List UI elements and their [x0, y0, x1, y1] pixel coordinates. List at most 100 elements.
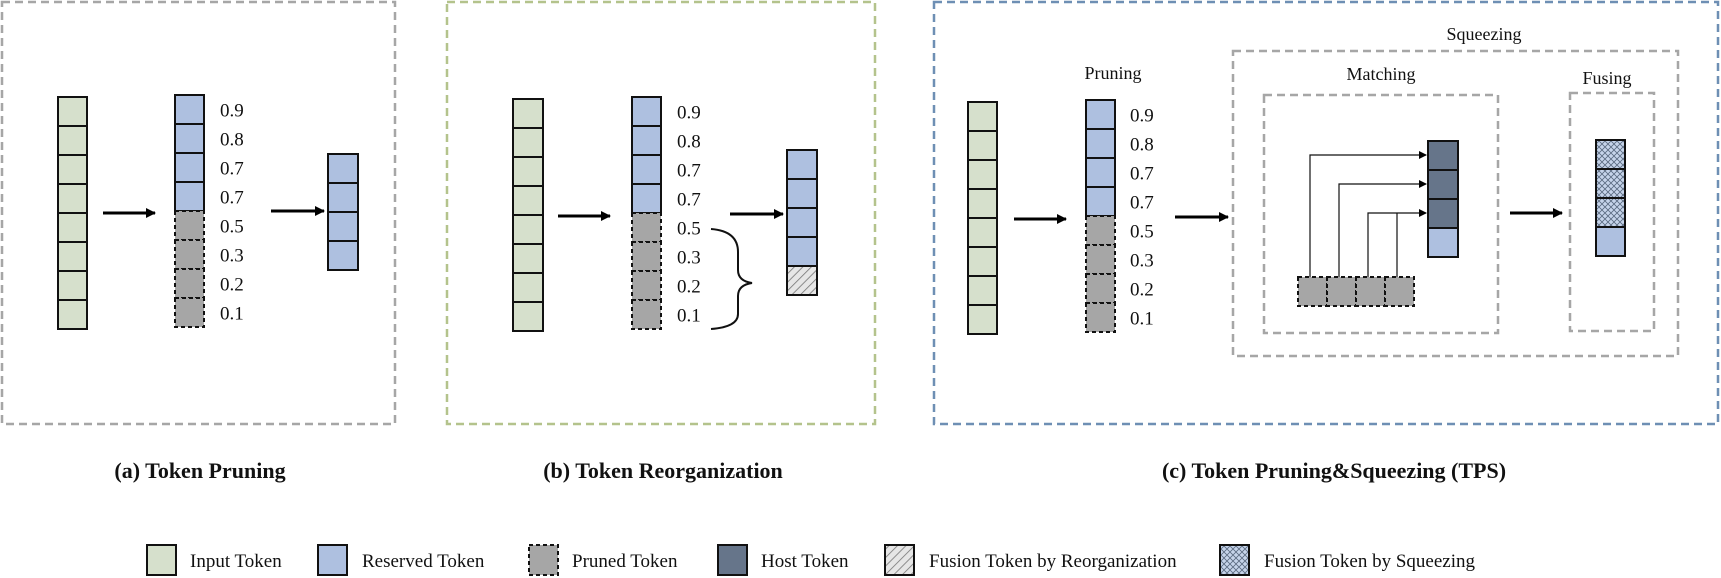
- host-col-token: [1427, 169, 1459, 200]
- input-token: [967, 304, 998, 335]
- ranked-token: [174, 152, 205, 183]
- ranked-token: [1085, 302, 1116, 333]
- ranked-token: [1085, 215, 1116, 246]
- legend-swatch-fusion_reorg: [884, 544, 915, 576]
- caption-a: (a) Token Pruning: [114, 458, 285, 483]
- score-label: 0.5: [220, 217, 244, 238]
- label-fusing: Fusing: [1582, 68, 1631, 88]
- score-label: 0.7: [1130, 164, 1154, 185]
- legend-label-host: Host Token: [761, 551, 849, 572]
- score-label: 0.9: [677, 103, 701, 124]
- output-token: [786, 207, 818, 238]
- ranked-token: [631, 96, 662, 127]
- output-token: [786, 236, 818, 267]
- legend-swatch-fusion_squeeze: [1219, 544, 1250, 576]
- score-label: 0.3: [220, 246, 244, 267]
- legend-swatch-pruned: [528, 544, 559, 576]
- legend-swatch-host: [717, 544, 748, 576]
- output-token: [327, 153, 359, 184]
- score-label: 0.9: [1130, 106, 1154, 127]
- input-token: [512, 185, 544, 216]
- ranked-token: [631, 125, 662, 156]
- ranked-token: [1085, 157, 1116, 188]
- score-label: 0.8: [677, 132, 701, 153]
- score-label: 0.8: [1130, 135, 1154, 156]
- ranked-token: [631, 212, 662, 243]
- input-token: [512, 127, 544, 158]
- legend-label-reserved: Reserved Token: [362, 551, 485, 572]
- input-token: [512, 98, 544, 129]
- input-token: [57, 154, 88, 185]
- input-token: [57, 212, 88, 243]
- input-token: [57, 125, 88, 156]
- output-token: [786, 149, 818, 180]
- output-token: [327, 240, 359, 271]
- legend-label-input: Input Token: [190, 551, 282, 572]
- score-label: 0.3: [677, 248, 701, 269]
- score-label: 0.5: [677, 219, 701, 240]
- legend: Input Token Reserved Token Pruned Token Hos…: [146, 544, 1476, 576]
- caption-b: (b) Token Reorganization: [543, 458, 783, 483]
- score-label: 0.8: [220, 130, 244, 151]
- fusing-box: [1568, 91, 1656, 333]
- panel-a-box: [0, 0, 397, 426]
- score-label: 0.7: [1130, 193, 1154, 214]
- host-col-token: [1427, 140, 1459, 171]
- output-token: [327, 211, 359, 242]
- fused-col-token: [1595, 226, 1626, 257]
- score-label: 0.5: [1130, 222, 1154, 243]
- legend-label-fusion_squeeze: Fusion Token by Squeezing: [1264, 551, 1476, 572]
- label-pruning: Pruning: [1084, 63, 1141, 83]
- output-token: [327, 182, 359, 213]
- input-token: [967, 217, 998, 248]
- score-label: 0.2: [220, 275, 244, 296]
- ranked-token: [1085, 244, 1116, 275]
- score-label: 0.1: [220, 304, 244, 325]
- squeezing-box: [1231, 49, 1680, 358]
- pruned-token: [1355, 276, 1386, 307]
- fused-col-token: [1595, 168, 1626, 199]
- ranked-token: [174, 268, 205, 299]
- legend-swatch-input: [146, 544, 177, 576]
- legend-swatch-reserved: [317, 544, 348, 576]
- input-token: [967, 275, 998, 306]
- ranked-token: [174, 210, 205, 241]
- ranked-token: [631, 183, 662, 214]
- match-link: [1309, 151, 1427, 277]
- panel-b-box: [445, 0, 877, 426]
- legend-label-pruned: Pruned Token: [572, 551, 678, 572]
- ranked-token: [1085, 273, 1116, 304]
- panel-c-box: [932, 0, 1720, 426]
- input-token: [57, 299, 88, 330]
- ranked-token: [174, 239, 205, 270]
- score-label: 0.2: [677, 277, 701, 298]
- input-token: [57, 241, 88, 272]
- ranked-token: [1085, 128, 1116, 159]
- ranked-token: [174, 297, 205, 328]
- input-token: [57, 183, 88, 214]
- score-label: 0.7: [677, 190, 701, 211]
- pruned-token: [1326, 276, 1357, 307]
- input-token: [512, 301, 544, 332]
- caption-c: (c) Token Pruning&Squeezing (TPS): [1162, 458, 1506, 483]
- fused-col-token: [1595, 197, 1626, 228]
- matching-box: [1262, 93, 1500, 335]
- input-token: [967, 130, 998, 161]
- score-label: 0.9: [220, 101, 244, 122]
- input-token: [512, 243, 544, 274]
- input-token: [512, 156, 544, 187]
- pruned-token: [1297, 276, 1328, 307]
- score-label: 0.7: [220, 159, 244, 180]
- input-token: [512, 272, 544, 303]
- ranked-token: [174, 94, 205, 125]
- ranked-token: [1085, 99, 1116, 130]
- input-token: [967, 101, 998, 132]
- ranked-token: [1085, 186, 1116, 217]
- legend-label-fusion_reorg: Fusion Token by Reorganization: [929, 551, 1177, 572]
- input-token: [57, 96, 88, 127]
- input-token: [967, 246, 998, 277]
- reorg-brace: [710, 228, 753, 330]
- score-label: 0.7: [677, 161, 701, 182]
- ranked-token: [174, 181, 205, 212]
